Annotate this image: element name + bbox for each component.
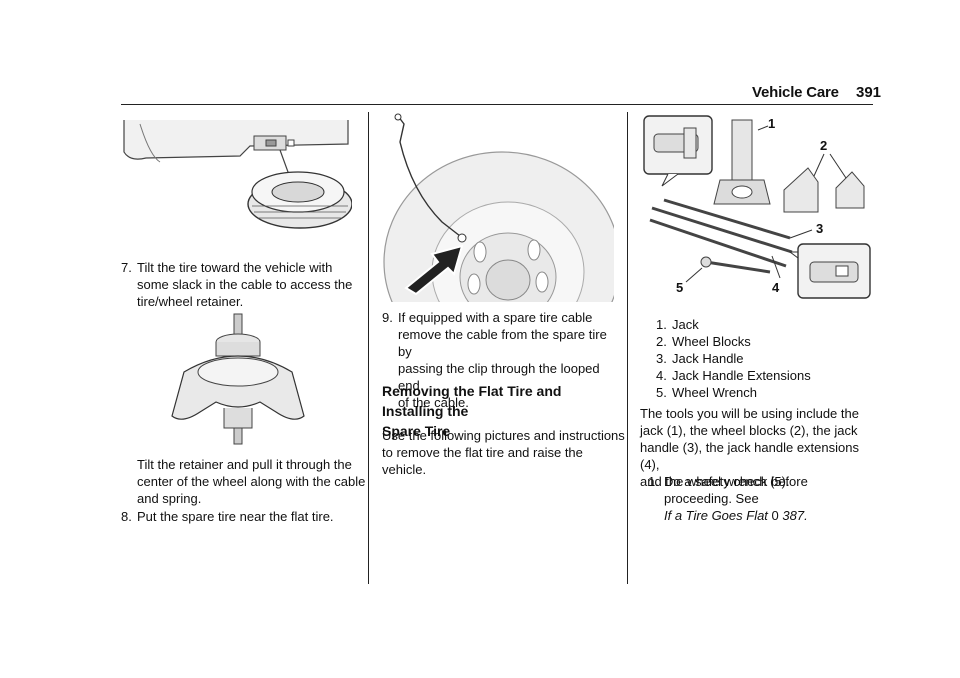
callout-1: 1 [768, 116, 775, 131]
cross-reference-link[interactable]: If a Tire Goes Flat [664, 508, 768, 523]
page-header: Vehicle Care 391 [752, 84, 881, 106]
page-reference-symbol: 0 [771, 508, 779, 523]
step-1-reference: If a Tire Goes Flat 0 387. [664, 507, 874, 524]
list-item: 3. Jack Handle [640, 350, 874, 367]
list-item-number: 5. [656, 385, 667, 400]
spare-tire-cable-illustration [382, 112, 614, 302]
retainer-line-1: Tilt the retainer and pull it through th… [137, 457, 352, 472]
tools-paragraph-line-4: and the wheel wrench (5). [640, 474, 790, 489]
step-1-number: 1. [648, 474, 659, 489]
list-item-label: Jack Handle [672, 351, 744, 366]
section-title: Vehicle Care [752, 84, 839, 101]
step-9-line-1: If equipped with a spare tire cable [398, 310, 593, 325]
header-rule [121, 104, 873, 105]
step-1: 1. Do a safety check before proceeding. … [640, 473, 874, 524]
step-9-number: 9. [382, 310, 393, 325]
step-8-text: Put the spare tire near the flat tire. [137, 509, 334, 524]
list-item-label: Jack [672, 317, 699, 332]
callout-3: 3 [816, 221, 823, 236]
step-1-text: Do a safety check before proceeding. See [664, 474, 808, 506]
list-item-label: Wheel Blocks [672, 334, 751, 349]
list-item: 1. Jack [640, 316, 874, 333]
tire-under-vehicle-illustration [123, 120, 352, 229]
step-7-line-1: Tilt the tire toward the vehicle with [137, 260, 333, 275]
step-7-line-3: tire/wheel retainer. [137, 294, 244, 309]
heading-line-2: Spare Tire [382, 423, 451, 439]
list-item-label: Wheel Wrench [672, 385, 758, 400]
jack-tools-illustration: 1 2 3 4 5 [643, 115, 871, 299]
retainer-illustration [171, 313, 305, 445]
callout-4: 4 [772, 280, 780, 295]
tools-paragraph-line-1: The tools you will be using include the [640, 406, 859, 421]
callout-5: 5 [676, 280, 683, 295]
intro-line-1: Use the following pictures and instructi… [382, 428, 625, 443]
step-9-line-3: passing the clip through the looped end [398, 361, 600, 393]
intro-paragraph: Use the following pictures and instructi… [382, 427, 626, 478]
callout-2: 2 [820, 138, 827, 153]
list-item: 2. Wheel Blocks [640, 333, 874, 350]
page-reference-number[interactable]: 387. [782, 508, 808, 523]
step-7: 7. Tilt the tire toward the vehicle with… [121, 259, 361, 310]
step-9: 9. If equipped with a spare tire cable r… [382, 309, 622, 411]
page-number: 391 [856, 84, 882, 101]
list-item-number: 2. [656, 334, 667, 349]
list-item-number: 4. [656, 368, 667, 383]
retainer-line-2: center of the wheel along with the cable [137, 474, 366, 489]
list-item-number: 1. [656, 317, 667, 332]
step-9-line-4: of the cable. [398, 395, 469, 410]
tools-paragraph: The tools you will be using include the … [640, 405, 874, 490]
step-8-number: 8. [121, 509, 132, 524]
retainer-line-3: and spring. [137, 491, 202, 506]
step-8: 8. Put the spare tire near the flat tire… [121, 508, 361, 525]
list-item-number: 3. [656, 351, 667, 366]
step-9-line-2: remove the cable from the spare tire by [398, 327, 607, 359]
section-heading: Removing the Flat Tire and Installing th… [382, 381, 626, 441]
step-7-line-2: some slack in the cable to access the [137, 277, 353, 292]
tools-paragraph-line-2: jack (1), the wheel blocks (2), the jack [640, 423, 858, 438]
column-divider-left [368, 112, 369, 584]
step-7-number: 7. [121, 260, 132, 275]
list-item: 4. Jack Handle Extensions [640, 367, 874, 384]
heading-line-1: Removing the Flat Tire and Installing th… [382, 383, 562, 419]
tools-list: 1. Jack 2. Wheel Blocks 3. Jack Handle 4. Ja… [640, 316, 874, 401]
tools-paragraph-line-3: handle (3), the jack handle extensions (… [640, 440, 859, 472]
retainer-instructions: Tilt the retainer and pull it through th… [137, 456, 367, 507]
list-item-label: Jack Handle Extensions [672, 368, 811, 383]
intro-line-2: to remove the flat tire and raise the ve… [382, 445, 583, 477]
list-item: 5. Wheel Wrench [640, 384, 874, 401]
column-divider-right [627, 112, 628, 584]
